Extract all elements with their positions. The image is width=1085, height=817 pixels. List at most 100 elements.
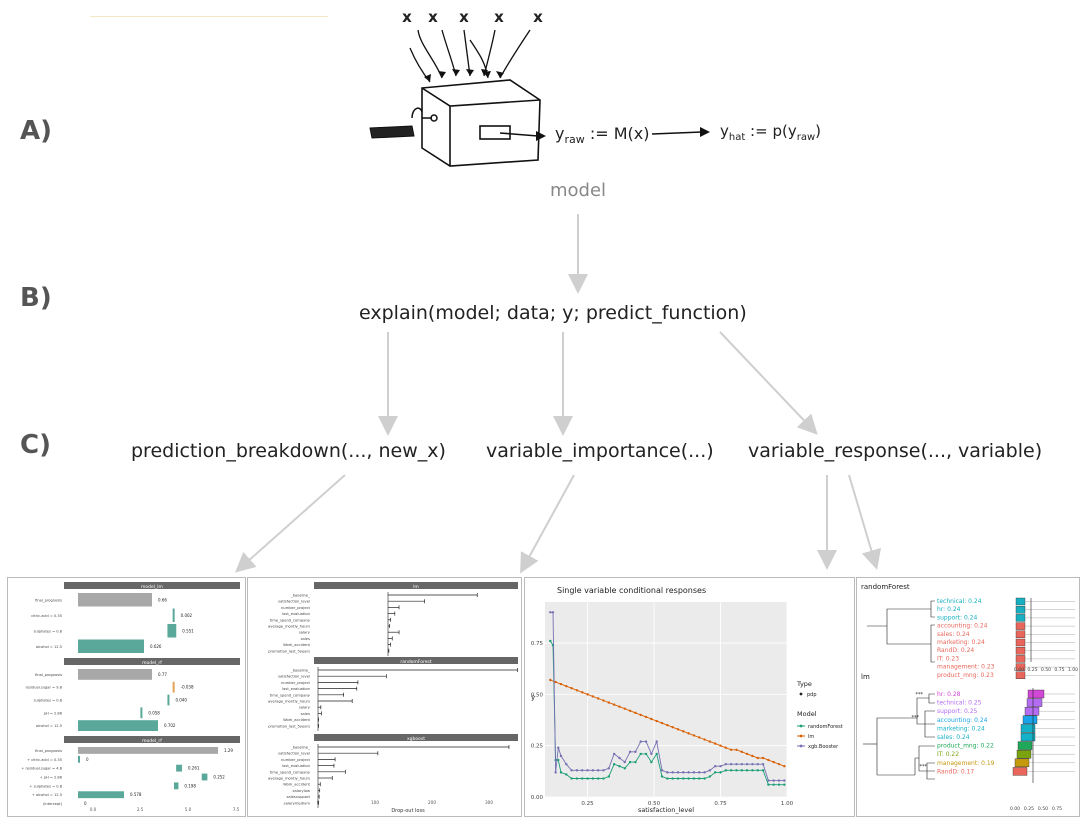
series-point (644, 752, 648, 756)
importance-row-label: _baseline_ (290, 594, 310, 598)
series-point (612, 762, 616, 766)
series-point (666, 771, 669, 774)
x-axis-title: satisfaction_level (638, 806, 694, 814)
series-point (581, 691, 584, 694)
series-point (729, 762, 733, 766)
series-point (623, 760, 626, 764)
facet-title: randomForest (400, 659, 431, 665)
series-point (559, 771, 563, 774)
breakdown-value: 0.578 (130, 792, 142, 797)
series-point (575, 769, 579, 772)
rf-box (1015, 655, 1026, 663)
rf-title: randomForest (861, 583, 910, 591)
series-point (772, 783, 775, 786)
series-point (591, 695, 595, 698)
breakdown-bar (201, 773, 208, 781)
importance-row-label: time_spend_company (270, 770, 311, 774)
series-point (713, 765, 717, 768)
series-point (655, 740, 658, 743)
breakdown-bar (167, 624, 177, 638)
x-tick-label: 0.25 (581, 801, 594, 807)
series-point (745, 762, 749, 766)
input-mark: x (459, 8, 469, 26)
lm-level-label: management: 0.19 (937, 760, 995, 767)
series-point (719, 771, 722, 774)
legend-key-point (799, 734, 803, 738)
legend-model-title: Model (797, 710, 817, 718)
series-point (639, 740, 642, 743)
series-point (724, 762, 728, 766)
fn-variable-response: variable_response(..., variable) (748, 440, 1043, 462)
series-point (703, 771, 706, 774)
lm-level-label: product_mng: 0.22 (937, 743, 994, 750)
rf-box (1015, 638, 1026, 647)
facet-strip (314, 582, 518, 589)
importance-row-label: number_project (281, 606, 311, 610)
series-point (581, 769, 584, 772)
breakdown-bar (140, 707, 143, 719)
x-tick-label: 1.00 (781, 801, 794, 807)
series-point (671, 777, 674, 780)
series-point (607, 701, 611, 704)
series-point (602, 777, 605, 780)
series-point (708, 740, 712, 743)
significance-mark: *** (920, 764, 928, 770)
x-tick-label: 1.00 (1068, 667, 1078, 673)
series-point (772, 760, 775, 764)
importance-row-label: _baseline_ (290, 669, 310, 673)
series-point (687, 777, 690, 780)
series-point (698, 771, 701, 774)
lm-dendrogram (876, 693, 935, 780)
lm-box (1026, 698, 1043, 707)
rf-level-label: hr: 0.24 (937, 606, 961, 613)
flow-arrows (235, 214, 882, 574)
breakdown-row-label: + sulphates = 0.8 (29, 784, 62, 788)
series-point (783, 765, 786, 768)
facet-title: model_rf (142, 660, 162, 666)
series-point (612, 752, 616, 756)
series-point (634, 711, 637, 715)
series-point (761, 769, 765, 772)
series-point (751, 754, 754, 758)
explain-call: explain(model; data; y; predict_function… (359, 302, 747, 324)
series-point (703, 777, 706, 780)
series-point (628, 709, 632, 712)
facet-strip (314, 657, 518, 664)
fn-prediction-breakdown: prediction_breakdown(..., new_x) (131, 440, 446, 462)
x-tick-label: 0.75 (1054, 667, 1064, 673)
breakdown-row-label: citric.acid = 0.35 (31, 614, 62, 618)
rf-level-label: RandD: 0.24 (937, 647, 974, 654)
series-point (708, 775, 712, 778)
breakdown-value: 1.29 (224, 748, 233, 753)
breakdown-row-label: + residual.sugar = 4.8 (21, 767, 62, 771)
series-point (559, 682, 563, 686)
series-point (761, 756, 765, 760)
importance-row-label: average_montly_hours (268, 625, 310, 629)
rf-box (1015, 606, 1026, 614)
series-point (756, 756, 759, 760)
importance-row-label: number_project (281, 681, 311, 685)
x-tick-label: 0.0 (90, 807, 97, 812)
rf-box (1015, 630, 1026, 638)
y-tick-label: 0.00 (531, 795, 544, 801)
lm-level-label: IT: 0.22 (937, 751, 959, 758)
x-tick-label: 0.75 (1052, 806, 1062, 812)
breakdown-value: 0.77 (158, 672, 167, 677)
rf-level-label: accounting: 0.24 (937, 623, 988, 630)
series-point (634, 760, 637, 764)
significance-mark: *** (912, 715, 920, 721)
rf-level-label: sales: 0.24 (937, 631, 970, 638)
breakdown-bar (176, 764, 182, 772)
series-point (618, 705, 621, 708)
legend-key-point (799, 724, 803, 728)
series-point (655, 752, 658, 756)
series-point (628, 760, 632, 764)
rf-box (1015, 597, 1026, 606)
series-point (777, 779, 781, 782)
series-point (559, 754, 563, 758)
breakdown-row-label: sulphates = 0.8 (34, 699, 63, 703)
